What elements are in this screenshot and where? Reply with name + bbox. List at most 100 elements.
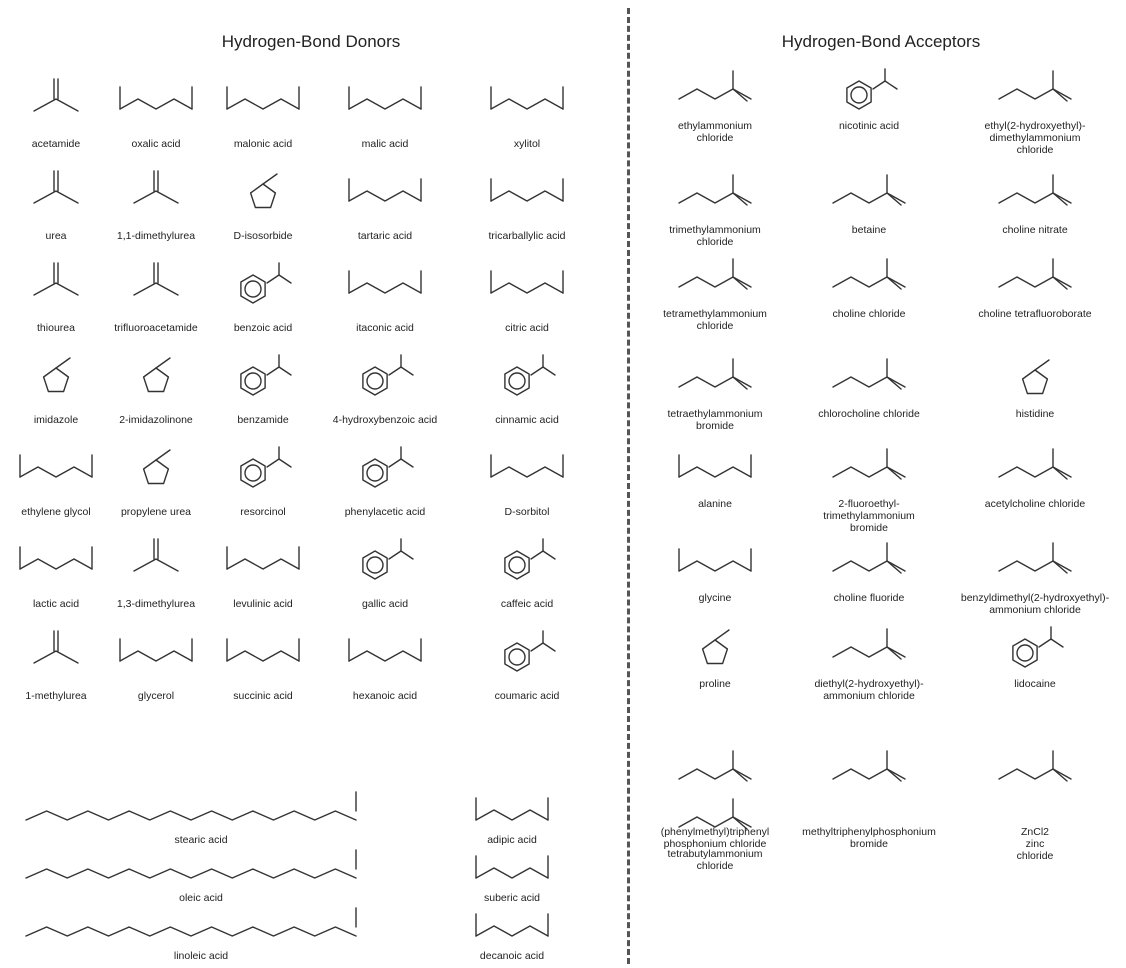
molecule-tetraethylammonium-bromide: tetraethylammonium bromide [640,350,790,432]
structure-drawing [8,432,104,506]
structure-drawing [8,248,104,322]
molecule-label: adipic acid [487,834,537,846]
molecule-resorcinol: resorcinol [208,432,318,518]
molecule-label: methyltriphenylphosphonium bromide [802,826,936,850]
structure-drawing [794,250,944,308]
structure-drawing [640,620,790,678]
structure-drawing [412,848,612,892]
molecule-label: malonic acid [233,138,293,150]
molecule-label: D-sorbitol [504,506,550,518]
structure-drawing [412,790,612,834]
molecule-trifluoroacetamide: trifluoroacetamide [104,248,208,334]
structure-drawing [452,616,602,690]
structure-drawing [318,524,452,598]
molecule-phenylacetic-acid: phenylacetic acid [318,432,452,518]
molecule-choline-nitrate: choline nitrate [948,166,1122,236]
molecule-label: phenylacetic acid [344,506,426,518]
structure-drawing [208,432,318,506]
molecule-label: xylitol [513,138,541,150]
structure-drawing [794,62,944,120]
structure-drawing [104,616,208,690]
molecule-label: ZnCl2 zinc chloride [1016,826,1054,862]
structure-drawing [640,62,790,120]
acceptors-title: Hydrogen-Bond Acceptors [781,32,981,51]
donors-title: Hydrogen-Bond Donors [221,32,401,51]
acceptors-panel: Hydrogen-Bond Acceptors ethylammonium ch… [636,0,1126,968]
molecule-label: choline nitrate [1002,224,1068,236]
molecule-choline-fluoride: choline fluoride [794,534,944,604]
molecule-label: trimethylammonium chloride [669,224,761,248]
molecule-label: oleic acid [179,892,223,904]
molecule-2-imidazolinone: 2-imidazolinone [104,340,208,426]
molecule-label: 2-imidazolinone [119,414,193,426]
molecule-label: benzyldimethyl(2-hydroxyethyl)- ammonium… [960,592,1110,616]
molecule-label: 2-fluoroethyl- trimethylammonium bromide [823,498,915,534]
molecule-label: 1,3-dimethylurea [116,598,196,610]
molecule-nicotinic-acid: nicotinic acid [794,62,944,132]
molecule-label: decanoic acid [479,950,545,962]
molecule-4-hydroxybenzoic-acid: 4-hydroxybenzoic acid [318,340,452,426]
structure-drawing [208,64,318,138]
molecule-label: 1,1-dimethylurea [116,230,196,242]
molecule-alanine: alanine [640,440,790,510]
molecule-2-fluoroethyl-trimethylammonium-bromide: 2-fluoroethyl- trimethylammonium bromide [794,440,944,534]
structure-drawing [208,340,318,414]
structure-drawing [794,350,944,408]
molecule-urea: urea [8,156,104,242]
molecule-label: alanine [698,498,732,510]
structure-drawing [208,616,318,690]
molecule-label: nicotinic acid [838,120,900,132]
molecule-benzyldimethyl-2-hydroxyethyl-ammonium-chloride: benzyldimethyl(2-hydroxyethyl)- ammonium… [948,534,1122,616]
molecule-choline-tetrafluoroborate: choline tetrafluoroborate [948,250,1122,320]
molecule-label: choline fluoride [833,592,905,604]
structure-drawing [452,248,602,322]
molecule-label: succinic acid [233,690,293,702]
structure-drawing [948,716,1122,826]
structure-drawing [318,340,452,414]
molecule-d-sorbitol: D-sorbitol [452,432,602,518]
structure-drawing [452,432,602,506]
structure-drawing [948,534,1122,592]
structure-drawing [640,440,790,498]
molecule-thiourea: thiourea [8,248,104,334]
structure-drawing [208,156,318,230]
molecule-label: lactic acid [32,598,80,610]
molecule-chlorocholine-chloride: chlorocholine chloride [794,350,944,420]
molecule-label: histidine [1015,408,1055,420]
molecule-label: diethyl(2-hydroxyethyl)- ammonium chlori… [814,678,924,702]
molecule-lidocaine: lidocaine [948,620,1122,690]
molecule-label: thiourea [37,322,75,334]
molecule-label: itaconic acid [356,322,414,334]
molecule-trimethylammonium-chloride: trimethylammonium chloride [640,166,790,248]
structure-drawing [104,248,208,322]
molecule-label: stearic acid [174,834,228,846]
molecule-propylene-urea: propylene urea [104,432,208,518]
molecule-label: urea [45,230,67,242]
molecule-label: acetylcholine chloride [984,498,1086,510]
molecule-tartaric-acid: tartaric acid [318,156,452,242]
structure-drawing [8,524,104,598]
molecule-label: glycine [698,592,732,604]
structure-drawing [794,534,944,592]
molecule-label: oxalic acid [131,138,181,150]
molecule-gallic-acid: gallic acid [318,524,452,610]
structure-drawing [948,620,1122,678]
structure-drawing [640,534,790,592]
structure-drawing [318,616,452,690]
structure-drawing [452,340,602,414]
molecule-cinnamic-acid: cinnamic acid [452,340,602,426]
molecule-label: glycerol [137,690,175,702]
structure-drawing [948,350,1122,408]
structure-drawing [16,790,386,834]
molecule-label: choline chloride [832,308,906,320]
molecule-xylitol: xylitol [452,64,602,150]
molecule-proline: proline [640,620,790,690]
molecule-label: linoleic acid [173,950,229,962]
molecule-label: ethylene glycol [21,506,91,518]
structure-drawing [452,64,602,138]
molecule-d-isosorbide: D-isosorbide [208,156,318,242]
structure-drawing [948,62,1122,120]
structure-drawing [16,848,386,892]
structure-drawing [794,440,944,498]
